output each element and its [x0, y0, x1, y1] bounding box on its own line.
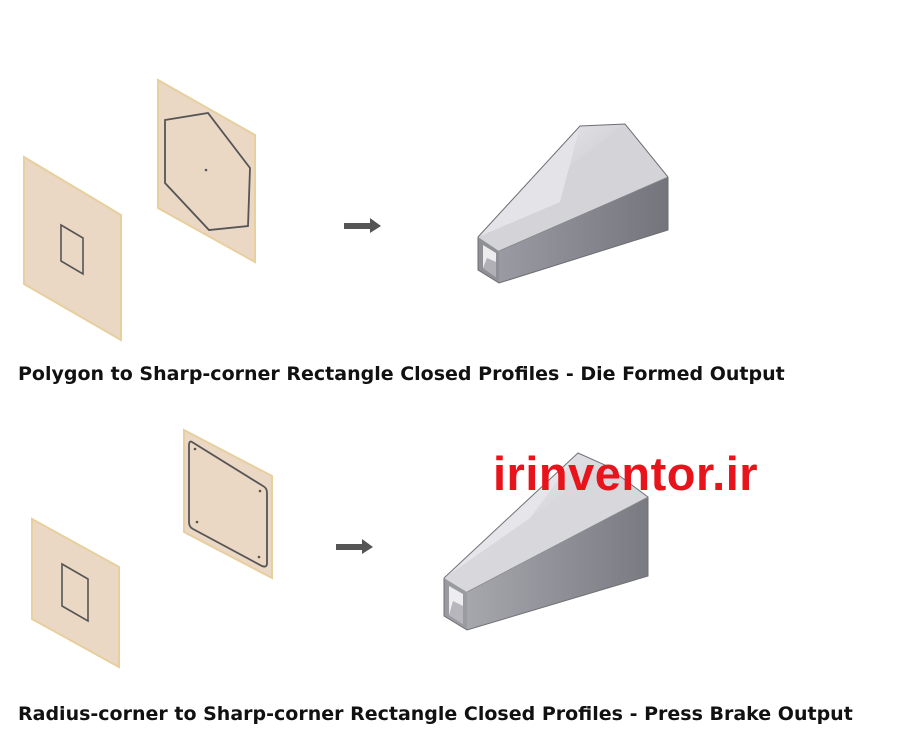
sketch-plane-start [23, 155, 122, 342]
press-brake-illustration [31, 428, 649, 669]
sketch-plane-end-2 [183, 428, 273, 580]
caption-press-brake: Radius-corner to Sharp-corner Rectangle … [18, 703, 853, 725]
rectangle-profile-2 [61, 562, 89, 623]
die-formed-illustration [23, 78, 669, 342]
polygon-profile [164, 112, 251, 231]
radius-rectangle-profile [188, 440, 268, 568]
die-formed-part [477, 123, 669, 284]
figure-die-formed: Polygon to Sharp-corner Rectangle Closed… [18, 78, 785, 385]
figure-press-brake: Radius-corner to Sharp-corner Rectangle … [0, 400, 908, 753]
caption-die-formed: Polygon to Sharp-corner Rectangle Closed… [18, 363, 785, 385]
arrow-icon [344, 218, 381, 233]
sketch-plane-start-2 [31, 517, 120, 669]
center-point [204, 168, 208, 172]
press-brake-part [443, 452, 649, 631]
rectangle-profile [60, 223, 84, 276]
sketch-plane-end [157, 78, 256, 264]
arrow-icon-2 [336, 539, 373, 554]
watermark-text: irinventor.ir [493, 447, 759, 500]
